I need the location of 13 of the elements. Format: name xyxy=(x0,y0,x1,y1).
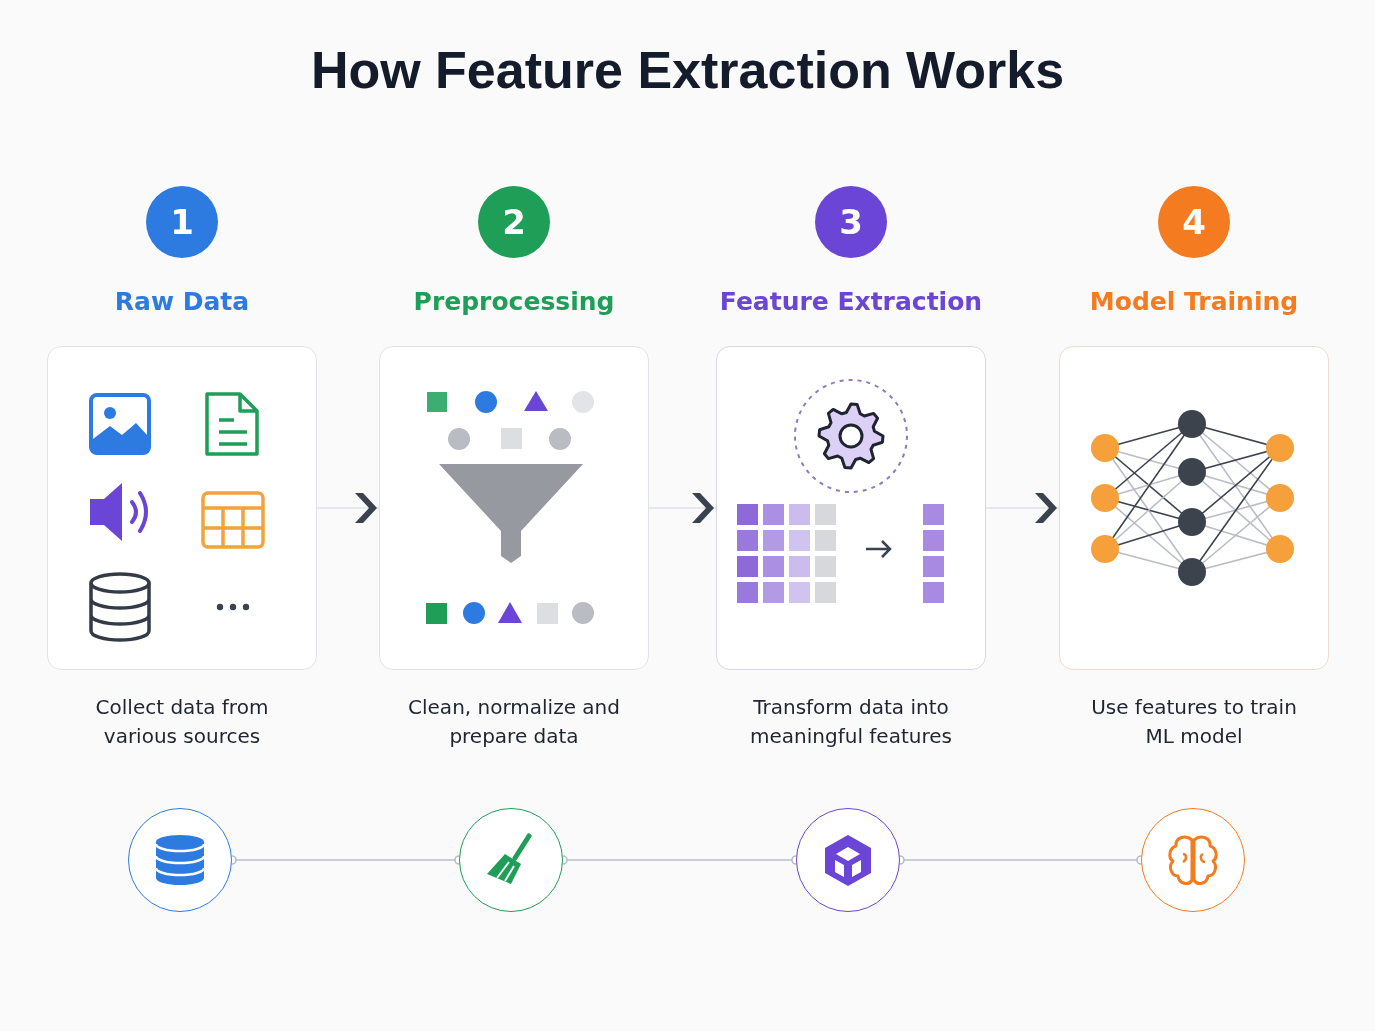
step-number-badge: 3 xyxy=(815,186,887,258)
diagram-title: How Feature Extraction Works xyxy=(309,40,1066,100)
step-description: Transform data into meaningful features xyxy=(749,694,953,750)
step-description: Clean, normalize and prepare data xyxy=(407,694,621,750)
step-title: Feature Extraction xyxy=(718,287,984,316)
step-number-badge: 1 xyxy=(146,186,218,258)
step-description: Collect data from various sources xyxy=(94,694,270,750)
step-description: Use features to train ML model xyxy=(1090,694,1298,750)
step-title: Raw Data xyxy=(113,287,251,316)
step-number-badge: 2 xyxy=(478,186,550,258)
step-title: Preprocessing xyxy=(412,287,616,316)
step-number-badge: 4 xyxy=(1158,186,1230,258)
step-title: Model Training xyxy=(1088,287,1300,316)
